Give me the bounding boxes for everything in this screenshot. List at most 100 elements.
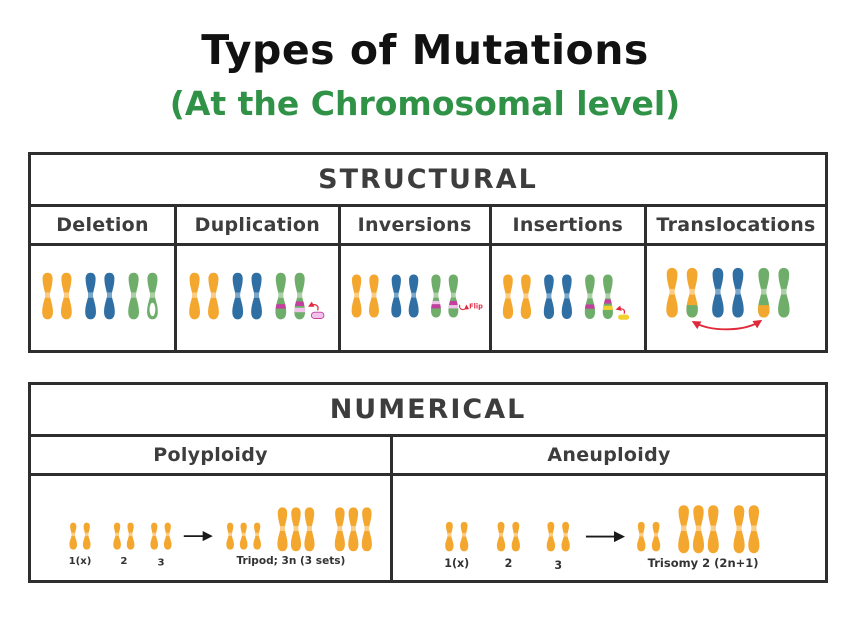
chromosome-small-orange xyxy=(637,522,646,552)
chromosome-small-orange xyxy=(511,522,520,552)
chromosome-orange xyxy=(747,505,760,553)
chromosome-blue xyxy=(543,274,555,318)
translocation-exchange-arrow xyxy=(692,319,763,330)
polyploidy-illustration: 1(x) 2 3 Tripod; 3n (3 sets) xyxy=(68,488,380,568)
translocations-illustration xyxy=(652,265,819,330)
chromosome-orange xyxy=(303,507,315,551)
chromosome-green-with-orange-tip xyxy=(757,267,772,317)
set-label-2: 2 xyxy=(120,555,127,566)
chromosome-blue xyxy=(391,275,403,318)
numerical-body: 1(x) 2 3 Tripod; 3n (3 sets) xyxy=(31,476,825,580)
chromosome-green-banded xyxy=(429,275,442,318)
chromosome-small-orange xyxy=(445,522,454,552)
inversions-illustration: Flip xyxy=(345,272,483,323)
set-label-3: 3 xyxy=(554,559,562,572)
chromosome-orange xyxy=(188,273,201,320)
chromosome-orange xyxy=(666,267,679,317)
chromosome-small-orange xyxy=(561,522,570,552)
aneuploidy-result-label: Trisomy 2 (2n+1) xyxy=(648,556,759,570)
set-label-3: 3 xyxy=(157,557,164,568)
chromosome-orange xyxy=(290,507,302,551)
chromosome-small-orange xyxy=(239,522,247,549)
chromosome-green-inverted xyxy=(447,275,460,318)
chromosome-blue xyxy=(85,273,98,320)
numerical-column-headers: Polyploidy Aneuploidy xyxy=(31,437,825,476)
column-header-aneuploidy: Aneuploidy xyxy=(547,444,671,466)
insertions-cell xyxy=(492,246,648,350)
chromosome-blue xyxy=(250,273,263,320)
chromosome-orange xyxy=(368,275,380,318)
polyploidy-cell: 1(x) 2 3 Tripod; 3n (3 sets) xyxy=(31,476,394,580)
inversions-cell: Flip xyxy=(341,246,492,350)
polyploidy-result-label: Tripod; 3n (3 sets) xyxy=(236,554,345,566)
column-header-deletion: Deletion xyxy=(31,207,178,243)
chromosome-orange xyxy=(733,505,746,553)
column-header-translocations: Translocations xyxy=(656,214,816,236)
chromosome-green xyxy=(128,273,141,320)
chromosome-orange xyxy=(707,505,720,553)
column-header-polyploidy: Polyploidy xyxy=(31,437,394,473)
chromosome-orange xyxy=(361,507,373,551)
chromosome-small-orange xyxy=(69,522,77,549)
chromosome-orange xyxy=(677,505,690,553)
page-title: Types of Mutations xyxy=(201,26,649,74)
flip-label: Flip xyxy=(469,303,483,311)
translocations-cell xyxy=(647,246,825,350)
chromosome-small-orange xyxy=(226,522,234,549)
chromosome-green-banded xyxy=(583,274,597,318)
set-label-2: 2 xyxy=(505,557,513,570)
aneuploidy-illustration: 1(x) 2 3 Trisomy 2 (2n+1) xyxy=(444,484,812,572)
duplication-illustration xyxy=(182,270,325,326)
chromosome-small-orange xyxy=(82,522,90,549)
set-label-1: 1(x) xyxy=(68,555,91,566)
duplication-arrow xyxy=(307,301,319,311)
structural-table: STRUCTURAL Deletion Duplication Inversio… xyxy=(28,152,828,353)
aneuploidy-cell: 1(x) 2 3 Trisomy 2 (2n+1) xyxy=(393,476,825,580)
chromosome-orange xyxy=(347,507,359,551)
chromosome-blue xyxy=(408,275,420,318)
structural-body: Flip xyxy=(31,246,825,350)
duplicated-segment xyxy=(310,311,325,320)
chromosome-orange xyxy=(692,505,705,553)
column-header-duplication: Duplication xyxy=(177,207,341,243)
duplication-cell xyxy=(177,246,341,350)
chromosome-small-orange xyxy=(651,522,660,552)
chromosome-orange xyxy=(502,274,514,318)
inserted-segment xyxy=(618,314,630,320)
insertion-arrow xyxy=(615,305,626,314)
chromosome-small-orange xyxy=(113,522,121,549)
chromosome-small-orange xyxy=(150,522,158,549)
chromosome-orange xyxy=(60,273,73,320)
structural-header: STRUCTURAL xyxy=(31,155,825,207)
chromosome-green-duplicated xyxy=(292,273,306,320)
chromosome-orange xyxy=(334,507,346,551)
chromosome-blue xyxy=(231,273,244,320)
chromosome-blue xyxy=(561,274,573,318)
chromosome-blue xyxy=(712,267,725,317)
chromosome-orange xyxy=(520,274,532,318)
chromosome-small-orange xyxy=(126,522,134,549)
chromosome-small-orange xyxy=(460,522,469,552)
chromosome-small-orange xyxy=(496,522,505,552)
insertions-illustration xyxy=(496,272,630,320)
column-header-insertions: Insertions xyxy=(492,207,648,243)
deletion-cell xyxy=(31,246,178,350)
chromosome-orange-with-green-tip xyxy=(685,267,700,317)
chromosome-green-banded xyxy=(274,273,288,320)
chromosome-green-with-insertion xyxy=(601,274,615,318)
chromosome-orange xyxy=(207,273,220,320)
page-subtitle: (At the Chromosomal level) xyxy=(169,84,681,123)
chromosome-orange xyxy=(42,273,55,320)
chromosome-small-orange xyxy=(546,522,555,552)
numerical-header: NUMERICAL xyxy=(31,385,825,437)
chromosome-orange xyxy=(276,507,288,551)
chromosome-small-orange xyxy=(163,522,171,549)
chromosome-green-with-deletion-loop xyxy=(146,273,159,320)
deletion-loop xyxy=(149,302,156,317)
flip-icon xyxy=(459,304,470,311)
chromosome-blue xyxy=(103,273,116,320)
chromosome-small-orange xyxy=(253,522,261,549)
column-header-inversions: Inversions xyxy=(341,207,492,243)
deletion-illustration xyxy=(35,270,170,326)
